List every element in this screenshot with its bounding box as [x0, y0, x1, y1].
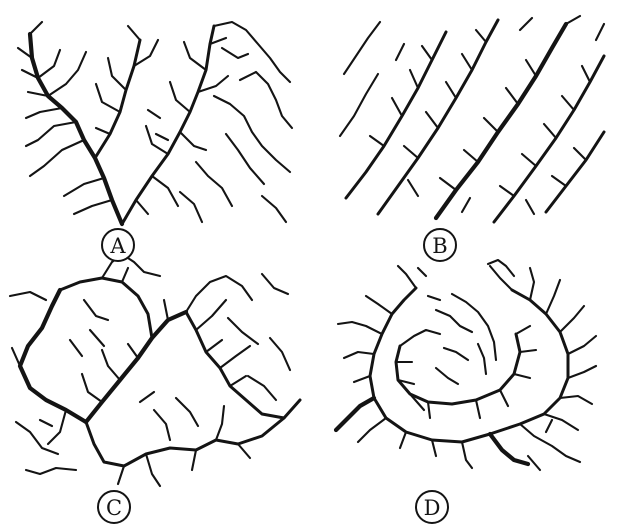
- panel-a-label: A: [102, 229, 134, 261]
- stream-d-outer-ring: [370, 288, 568, 442]
- stream-c-top-channel: [60, 278, 152, 338]
- stream-c-left-channel: [20, 290, 86, 422]
- panel-d-annular: [336, 260, 596, 470]
- panel-c-label: C: [98, 491, 130, 523]
- label-c: C: [106, 496, 122, 520]
- stream-c-right-channel: [186, 312, 284, 418]
- panel-b-parallel: [340, 16, 604, 222]
- stream-b-4: [494, 56, 604, 222]
- stream-b-twigs: [340, 16, 604, 214]
- label-a: A: [109, 234, 126, 258]
- stream-c-main-diagonal: [86, 312, 186, 422]
- label-b: B: [432, 234, 447, 258]
- panel-d-label: D: [416, 491, 448, 523]
- stream-a-twig: [18, 22, 292, 222]
- panel-c-rectangular: [10, 254, 300, 486]
- stream-c-lower-channel: [86, 400, 300, 466]
- panel-a-dendritic: [18, 22, 292, 224]
- stream-d-twigs: [338, 260, 596, 470]
- stream-c-twigs: [10, 254, 290, 486]
- panel-b-label: B: [424, 229, 456, 261]
- stream-b-5: [546, 132, 604, 212]
- label-d: D: [424, 496, 441, 520]
